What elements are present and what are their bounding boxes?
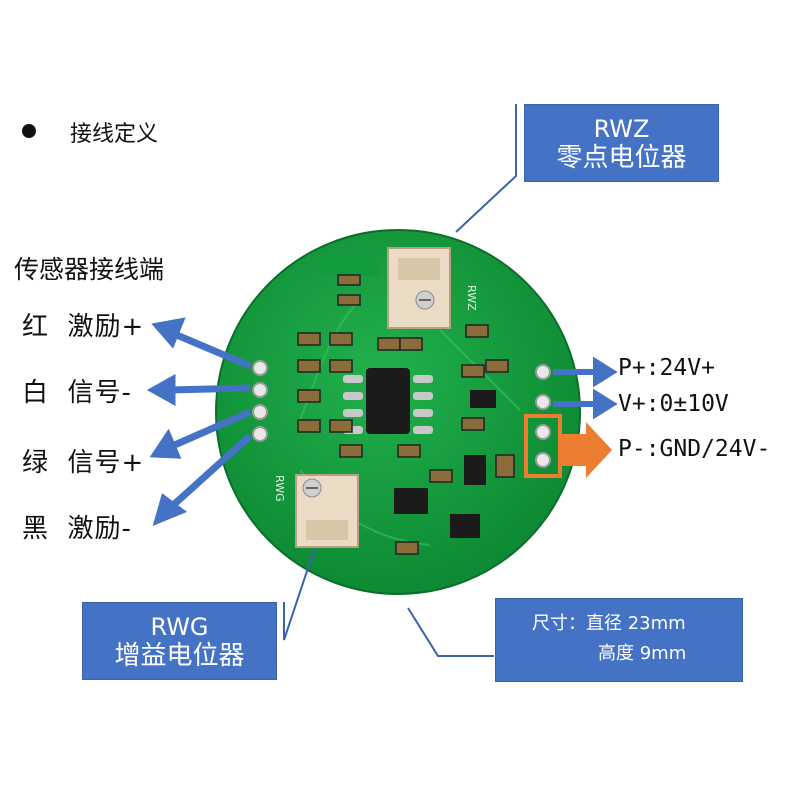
wire-function: 激励+ [67,312,145,342]
output-pads [524,364,562,478]
main-ic-chip [343,368,433,434]
wire-color: 红 [22,312,50,342]
dimension-height: 高度 9mm [598,643,687,664]
wire-function: 信号- [67,378,132,408]
sensor-heading: 传感器接线端 [14,255,165,284]
sensor-arrows [146,317,253,526]
wire-label-black: 黑 激励- [22,508,132,545]
silk-rwg: RWG [273,475,286,502]
rwz-potentiometer [387,247,451,329]
wire-color: 黑 [22,514,50,544]
rwz-name: 零点电位器 [556,143,687,173]
pcb-tab [320,258,380,276]
dimension-callout-box: 尺寸：直径 23mm 高度 9mm [495,598,743,682]
rwg-callout-box: RWG 增益电位器 [82,602,277,680]
dimension-diameter: 尺寸：直径 23mm [532,613,686,634]
pminus-highlight-box [524,414,562,478]
wire-label-green: 绿 信号+ [22,442,144,479]
wire-color: 绿 [22,448,50,478]
bullet-icon [22,124,36,138]
pin-label-vplus: V+:0±10V [618,391,729,417]
rwz-code: RWZ [593,115,650,143]
sensor-pads [252,360,268,442]
rwg-code: RWG [150,613,209,641]
rwg-name: 增益电位器 [114,641,245,671]
wire-function: 激励- [67,514,132,544]
wire-label-white: 白 信号- [22,372,132,409]
silk-rwz: RWZ [465,285,478,311]
rwz-callout-box: RWZ 零点电位器 [524,104,719,182]
wire-function: 信号+ [67,448,145,478]
transistors [394,390,496,538]
leader-lines [283,104,517,657]
wire-label-red: 红 激励+ [22,306,144,343]
pminus-arrow [562,422,612,478]
pin-label-pplus: P+:24V+ [618,355,715,381]
smd-components [297,274,515,555]
section-title: 接线定义 [70,122,159,147]
rwg-potentiometer [295,474,359,548]
output-arrows [553,356,618,420]
wire-color: 白 [22,378,50,408]
pin-label-pminus: P-:GND/24V- [618,436,771,462]
